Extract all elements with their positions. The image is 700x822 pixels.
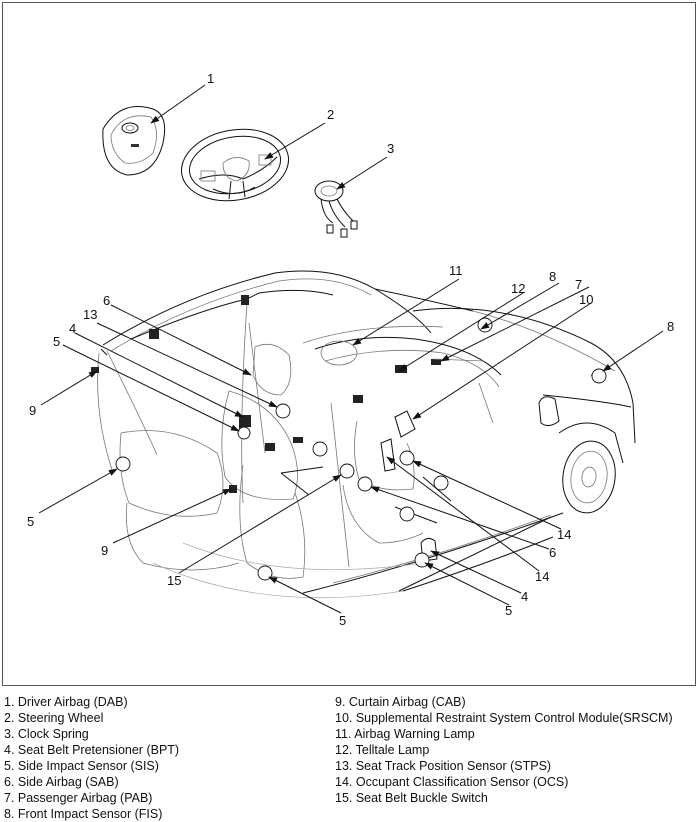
callout-11: 11	[449, 263, 463, 278]
callout-4-upper: 4	[69, 321, 76, 336]
callout-8-right: 8	[667, 319, 674, 334]
legend-item-6: 6. Side Airbag (SAB)	[4, 775, 119, 789]
callout-5-left: 5	[27, 514, 34, 529]
callout-5-bottom: 5	[339, 613, 346, 628]
callout-5-upper: 5	[53, 334, 60, 349]
legend-right-column: 9. Curtain Airbag (CAB) 10. Supplemental…	[335, 694, 673, 806]
legend-item-8: 8. Front Impact Sensor (FIS)	[4, 807, 163, 821]
callout-1: 1	[207, 71, 214, 86]
callout-13: 13	[83, 307, 97, 322]
callout-6-lower: 6	[549, 545, 556, 560]
callout-5-right: 5	[505, 603, 512, 618]
legend-item-5: 5. Side Impact Sensor (SIS)	[4, 759, 159, 773]
legend-item-4: 4. Seat Belt Pretensioner (BPT)	[4, 743, 180, 757]
legend-item-13: 13. Seat Track Position Sensor (STPS)	[335, 759, 552, 773]
callout-14-upper: 14	[557, 527, 571, 542]
airbag-system-diagram: 1 2 3 4 5 6 13 9 11 12 8 7 10 8 5 9 15 5…	[2, 2, 696, 686]
leader-lines	[38, 84, 664, 614]
legend-item-15: 15. Seat Belt Buckle Switch	[335, 791, 488, 805]
legend-item-11: 11. Airbag Warning Lamp	[335, 727, 475, 741]
legend-item-14: 14. Occupant Classification Sensor (OCS)	[335, 775, 569, 789]
clock-spring-drawing	[314, 180, 358, 238]
legend-item-9: 9. Curtain Airbag (CAB)	[335, 695, 466, 709]
steering-wheel-drawing	[180, 128, 290, 202]
callout-12: 12	[511, 281, 525, 296]
legend-left-column: 1. Driver Airbag (DAB) 2. Steering Wheel…	[4, 694, 179, 822]
sensor-markers	[115, 317, 607, 581]
callout-6-upper: 6	[103, 293, 110, 308]
callout-8-upper: 8	[549, 269, 556, 284]
callout-9-lower: 9	[101, 543, 108, 558]
callout-numbers: 1 2 3 4 5 6 13 9 11 12 8 7 10 8 5 9 15 5…	[27, 71, 674, 628]
callout-10: 10	[579, 292, 593, 307]
callout-2: 2	[327, 107, 334, 122]
legend-item-2: 2. Steering Wheel	[4, 711, 104, 725]
legend-item-1: 1. Driver Airbag (DAB)	[4, 695, 128, 709]
legend-item-12: 12. Telltale Lamp	[335, 743, 430, 757]
callout-3: 3	[387, 141, 394, 156]
callout-14-lower: 14	[535, 569, 549, 584]
callout-9-upper: 9	[29, 403, 36, 418]
driver-airbag-drawing	[102, 106, 166, 176]
legend-item-7: 7. Passenger Airbag (PAB)	[4, 791, 153, 805]
callout-15: 15	[167, 573, 181, 588]
callout-4-lower: 4	[521, 589, 528, 604]
callout-7: 7	[575, 277, 582, 292]
legend-item-3: 3. Clock Spring	[4, 727, 89, 741]
legend-item-10: 10. Supplemental Restraint System Contro…	[335, 711, 673, 725]
diagram-drawing: 1 2 3 4 5 6 13 9 11 12 8 7 10 8 5 9 15 5…	[27, 71, 674, 628]
